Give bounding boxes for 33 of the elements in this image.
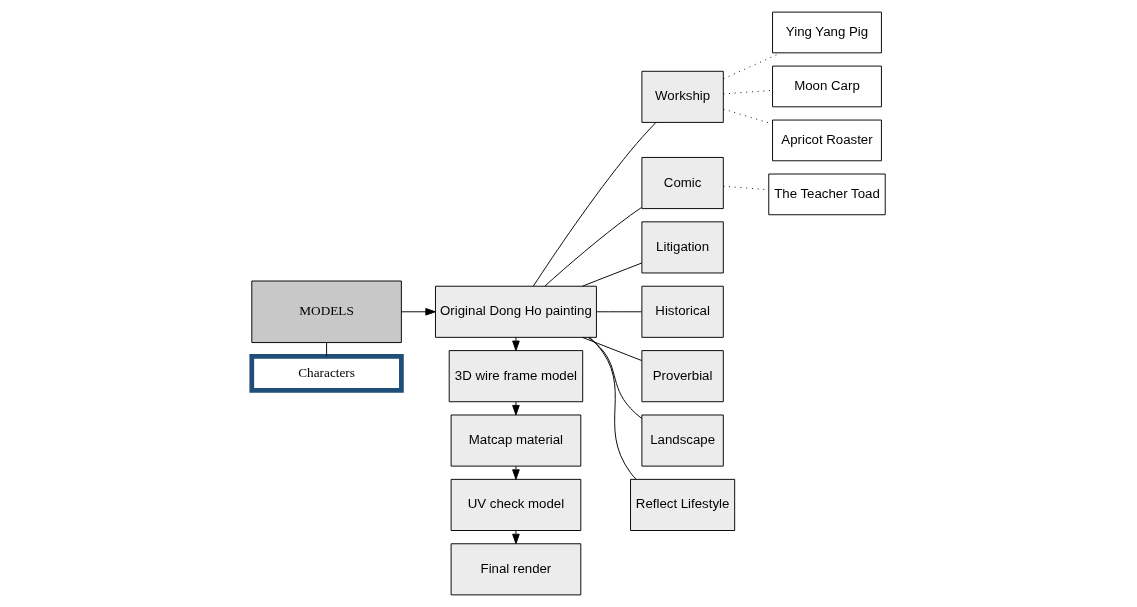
node-box: Moon Carp [772, 65, 882, 108]
node-box: Ying Yang Pig [772, 11, 882, 54]
connector [582, 336, 643, 361]
node-box: Original Dong Ho painting [435, 285, 597, 338]
arrow [512, 337, 520, 351]
node-box: The Teacher Toad [768, 173, 886, 216]
connector [532, 122, 657, 287]
node-box: Historical [641, 285, 724, 338]
connector [326, 342, 328, 357]
node-box: Apricot Roaster [772, 119, 882, 162]
node-box: Comic [641, 156, 724, 210]
connector [544, 206, 643, 287]
node-box: Litigation [641, 221, 724, 274]
connector [587, 337, 643, 419]
node-box: Characters [249, 353, 404, 393]
node-box: Landscape [641, 414, 724, 467]
node-box: Final render [450, 543, 582, 596]
arrow [512, 401, 520, 416]
node-box: Workship [641, 70, 724, 123]
connector [596, 311, 643, 313]
connector [589, 336, 637, 480]
node-box: UV check model [450, 478, 582, 531]
connector [582, 262, 643, 287]
arrow [512, 530, 520, 545]
node-box: 3D wire frame model [448, 350, 584, 403]
connector [723, 89, 773, 95]
node-box: Reflect Lifestyle [630, 478, 736, 531]
node-box: MODELS [251, 280, 402, 344]
connector [723, 52, 782, 80]
arrow [401, 308, 436, 316]
node-box: Matcap material [450, 414, 582, 467]
node-box: Proverbial [641, 350, 724, 403]
arrow [512, 465, 520, 480]
